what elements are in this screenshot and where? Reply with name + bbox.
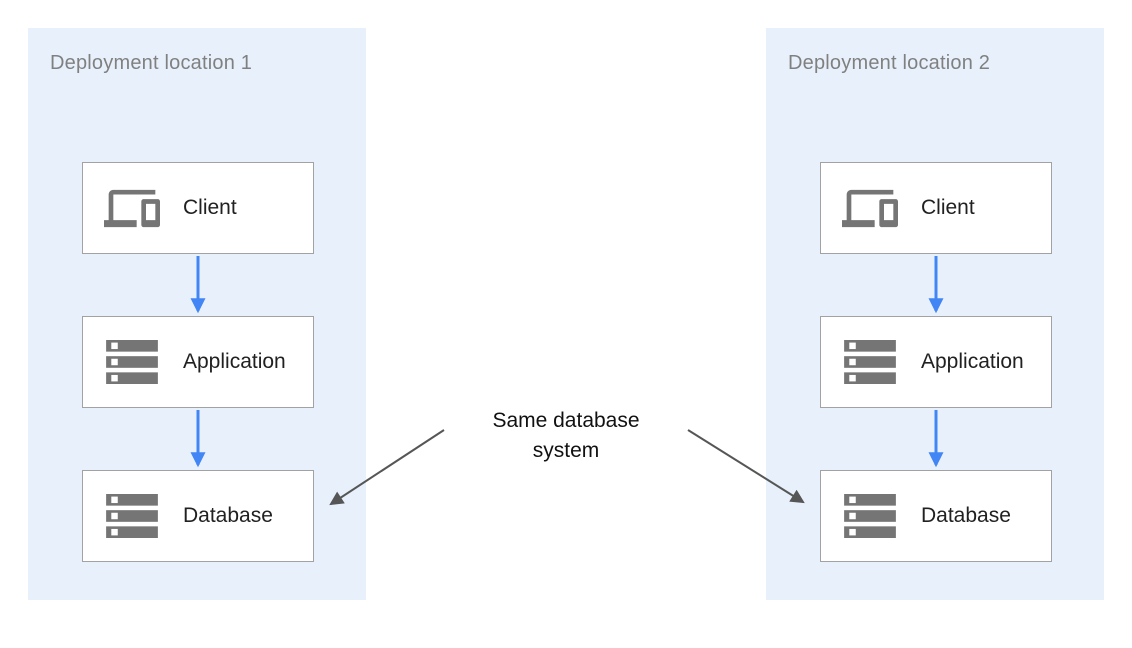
group-title: Deployment location 2: [788, 52, 991, 74]
node-label: Client: [183, 196, 237, 219]
node-application: Application: [82, 316, 314, 408]
deployment-location-1-group: Deployment location 1 Client A: [28, 28, 366, 600]
node-label: Client: [921, 196, 975, 219]
server-stack-icon: [841, 340, 899, 384]
node-client: Client: [820, 162, 1052, 254]
group-title: Deployment location 1: [50, 52, 253, 74]
annotation-line-2: system: [532, 439, 600, 462]
devices-icon: [103, 185, 161, 232]
node-database: Database: [820, 470, 1052, 562]
devices-icon: [841, 185, 899, 232]
annotation-line-1: Same database: [492, 409, 640, 432]
server-stack-icon: [103, 494, 161, 538]
deployment-location-2-group: Deployment location 2 Client A: [766, 28, 1104, 600]
server-stack-icon: [103, 340, 161, 384]
node-label: Database: [183, 504, 273, 527]
node-label: Database: [921, 504, 1011, 527]
node-application: Application: [820, 316, 1052, 408]
node-database: Database: [82, 470, 314, 562]
annotation-text: Same database system: [436, 406, 696, 466]
node-label: Application: [921, 350, 1024, 373]
node-label: Application: [183, 350, 286, 373]
server-stack-icon: [841, 494, 899, 538]
node-client: Client: [82, 162, 314, 254]
